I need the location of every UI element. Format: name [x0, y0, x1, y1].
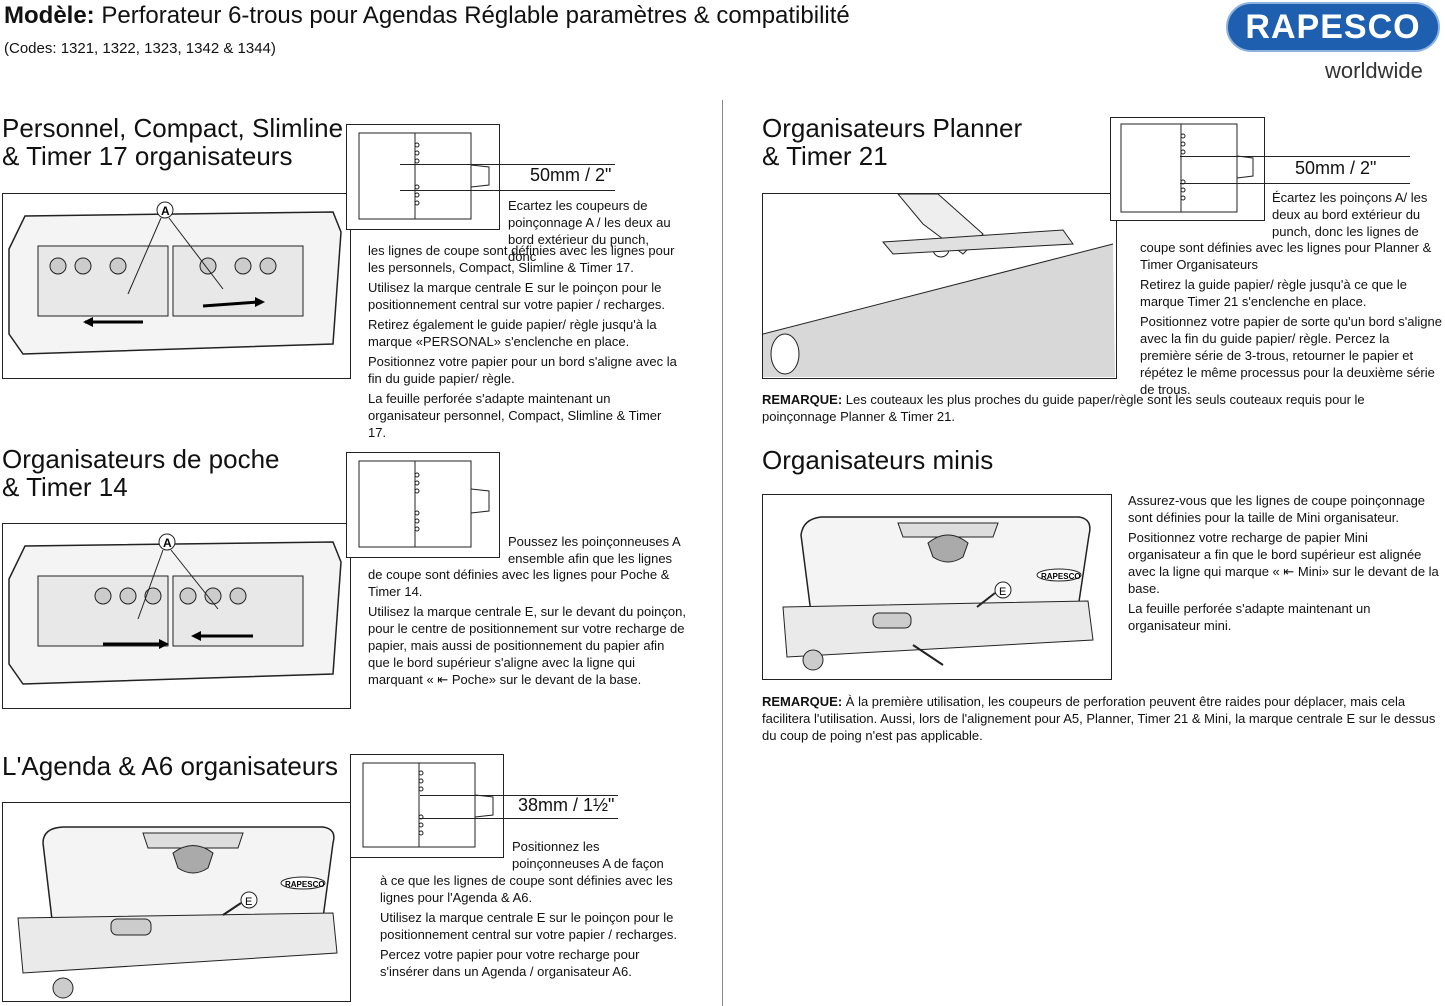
section2-punch-illustration: A — [2, 523, 351, 709]
dimension-line — [400, 164, 615, 165]
dimension-line — [1180, 183, 1410, 184]
dimension-label: 38mm / 1½" — [518, 795, 615, 815]
page-title: Modèle: Perforateur 6-trous pour Agendas… — [4, 2, 850, 29]
dimension-label: 50mm / 2" — [530, 165, 612, 185]
section3-organiser-diagram — [350, 754, 504, 858]
brand-label: RAPESCO — [285, 880, 325, 889]
logo-tagline: worldwide — [1325, 58, 1423, 83]
section3-heading: L'Agenda & A6 organisateurs — [2, 751, 338, 781]
section4-organiser-diagram — [1110, 117, 1265, 221]
section5-instructions: Assurez-vous que les lignes de coupe poi… — [1128, 493, 1439, 633]
dimension-line — [420, 795, 618, 796]
brand-label: RAPESCO — [1041, 572, 1081, 581]
section3-instructions: à ce que les lignes de coupe sont défini… — [380, 873, 677, 979]
section1-organiser-diagram — [346, 124, 500, 230]
section4-instructions: coupe sont définies avec les lignes pour… — [1140, 240, 1442, 397]
label-e: E — [245, 896, 252, 908]
section4-note: REMARQUE: Les couteaux les plus proches … — [762, 392, 1365, 424]
section1-text-top: Ecartez les coupeurs de poinçonnage A / … — [508, 198, 671, 264]
section1-heading: Personnel, Compact, Slimline& Timer 17 o… — [2, 113, 344, 171]
section4-punch-illustration — [762, 193, 1117, 379]
section5-note: REMARQUE: À la première utilisation, les… — [762, 694, 1436, 743]
product-codes: (Codes: 1321, 1322, 1323, 1342 & 1344) — [4, 40, 276, 57]
dimension-line — [1180, 156, 1410, 157]
section1-punch-illustration: A — [2, 193, 351, 379]
dimension-line — [400, 190, 615, 191]
section4-text-top: Écartez les poinçons A/ les deux au bord… — [1272, 190, 1428, 239]
section3-punch-illustration: RAPESCO E — [2, 802, 351, 1002]
section2-heading: Organisateurs de poche& Timer 14 — [2, 444, 280, 502]
label-e: E — [999, 586, 1006, 598]
dimension-label: 50mm / 2" — [1295, 158, 1377, 178]
column-divider — [722, 100, 723, 1006]
section2-text-top: Poussez les poinçonneuses A ensemble afi… — [508, 534, 681, 566]
section3-text-top: Positionnez les poinçonneuses A de façon — [512, 839, 664, 871]
section2-organiser-diagram — [346, 452, 500, 558]
label-a: A — [161, 204, 170, 218]
section1-instructions: les lignes de coupe sont définies avec l… — [368, 243, 677, 440]
label-a: A — [163, 536, 172, 550]
dimension-line — [420, 818, 618, 819]
section5-heading: Organisateurs minis — [762, 445, 994, 475]
section2-instructions: de coupe sont définies avec les lignes p… — [368, 567, 686, 687]
rapesco-logo: RAPESCO — [1226, 2, 1440, 52]
section4-heading: Organisateurs Planner& Timer 21 — [762, 113, 1023, 171]
section5-punch-illustration: RAPESCO E — [762, 494, 1112, 680]
